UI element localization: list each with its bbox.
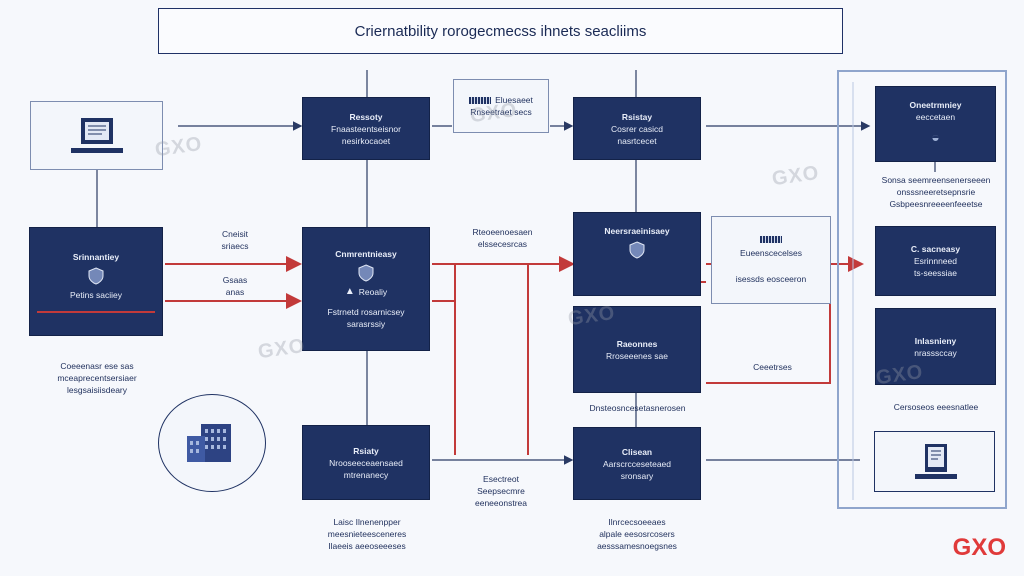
caption-right-top: Sonsa seemreensenerseeen onsssneeretsepn… [881, 175, 991, 209]
node-center-line3: Fstrnetd rosarnicsey [327, 307, 405, 317]
panel-node-2-line3: ts-seessiae [914, 268, 957, 278]
panel-node-2-line2: Esrinnneed [913, 256, 957, 266]
caption-left-desc: Coeeenasr ese sas mceaprecentsersiaer le… [57, 361, 137, 395]
node-left-line2: Petins saciiey [70, 289, 122, 300]
caption-left-2: Gsaas anas [222, 275, 248, 297]
node-top-left[interactable]: Ressoty Fnaasteentseisnor nesirkocaoet [302, 97, 430, 160]
panel-node-2-title: C. sacneasy [910, 244, 961, 254]
node-top-right-title: Rsistay [621, 111, 653, 122]
node-center-line2: Reoaliy [358, 287, 388, 297]
node-bottom-right-line2: Aarscrcceseteaed [602, 458, 672, 469]
node-center[interactable]: Cnmrentnieasy ▲ Reoaliy Fstrnetd rosarni… [302, 227, 430, 351]
node-lower-right-title: Raeonnes [616, 338, 658, 349]
building-icon [187, 424, 231, 462]
caption-mid-bottom: Esectreot Seepsecmre eeneeonstrea [475, 474, 527, 508]
mid-info-box: Eueenscecelses isessds eosceeron [711, 216, 831, 304]
caption-left-1: Cneisit sriaecs [221, 229, 249, 251]
node-top-left-title: Ressoty [349, 111, 383, 122]
panel-node-1-title: Oneetrmniey [909, 100, 962, 110]
top-info-line2: Rnseetraet secs [470, 107, 532, 117]
node-center-line4: sarasrssiy [346, 319, 386, 329]
node-bottom-right[interactable]: Clisean Aarscrcceseteaed sronsary [573, 427, 701, 500]
panel-node-2[interactable]: C. sacneasy Esrinnneed ts-seessiae [875, 226, 996, 296]
panel-node-3-line2: nrasssccay [914, 347, 957, 358]
bar-icon [469, 96, 492, 104]
monitor-icon [70, 117, 123, 153]
top-info-line1: Eluesaeet [495, 95, 533, 105]
node-bottom-left-line3: mtrenanecy [343, 469, 389, 480]
mid-info-line1: Eueenscecelses [740, 247, 802, 258]
shield-icon [358, 264, 374, 282]
node-bottom-right-title: Clisean [621, 446, 653, 457]
monitor-box [30, 101, 163, 170]
node-left-title: Srinnantiey [72, 251, 120, 262]
node-top-right[interactable]: Rsistay Cosrer casicd nasrtcecet [573, 97, 701, 160]
caption-bottom-node6: Laisc Ilnenenpper meesnieteesceneres Ila… [327, 517, 407, 551]
caption-mid: Rteoeenoesaen elssecesrcas [472, 227, 533, 249]
top-info-box: Eluesaeet Rnseetraet secs [453, 79, 549, 133]
caption-right-red: Ceeetrses [753, 362, 792, 372]
lock-icon: ◒ [931, 129, 940, 145]
diagram-title: Criernatbility rorogecmecss ihnets seacl… [158, 8, 843, 54]
mid-info-line2: isessds eosceeron [735, 273, 807, 284]
panel-node-1-line2: eeccetaen [915, 112, 956, 122]
node-bottom-right-line3: sronsary [620, 470, 654, 481]
wing-icon: ▲ [344, 286, 355, 297]
node-left[interactable]: Srinnantiey Petins saciiey [29, 227, 163, 336]
panel-device-box [874, 431, 995, 492]
node-bottom-left-title: Rsiaty [353, 445, 379, 456]
node-lower-right-line2: Rroseeenes sae [606, 350, 668, 361]
brand-logo: GXO [952, 534, 1006, 561]
node-lower-right[interactable]: Raeonnes Rroseeenes sae [573, 306, 701, 393]
caption-under-node5: Dnsteosncesetasnerosen [589, 403, 686, 413]
panel-node-1[interactable]: Oneetrmniey eeccetaen ◒ [875, 86, 996, 162]
node-center-title: Cnmrentnieasy [335, 249, 397, 259]
panel-node-3-title: Inlasnieny [914, 335, 957, 346]
bar-icon [760, 235, 782, 243]
node-top-right-line2: Cosrer casicd [611, 123, 663, 134]
red-elbow [706, 300, 831, 384]
caption-right-bottom: Cersoseos eeesnatlee [893, 402, 979, 412]
node-top-left-line3: nesirkocaoet [341, 135, 391, 146]
node-bottom-left-line2: Nrooseeceaensaed [329, 457, 403, 468]
shield-icon [629, 241, 645, 259]
node-mid-right[interactable]: Neersraeinisaey [573, 212, 701, 296]
node-bottom-left[interactable]: Rsiaty Nrooseeceaensaed mtrenanecy [302, 425, 430, 500]
node-top-right-line3: nasrtcecet [617, 135, 657, 146]
panel-node-3[interactable]: Inlasnieny nrasssccay [875, 308, 996, 385]
right-panel-frame [837, 70, 1007, 509]
shield-icon [88, 266, 104, 285]
tablet-icon [914, 443, 957, 479]
caption-bottom-node7: Ilnrcecsoeeaes alpale eesosrcosers aesss… [597, 517, 677, 551]
node-top-left-line2: Fnaasteentseisnor [331, 123, 401, 134]
node-left-underline [37, 310, 155, 313]
building-circle [158, 394, 266, 492]
node-mid-right-title: Neersraeinisaey [604, 226, 670, 236]
